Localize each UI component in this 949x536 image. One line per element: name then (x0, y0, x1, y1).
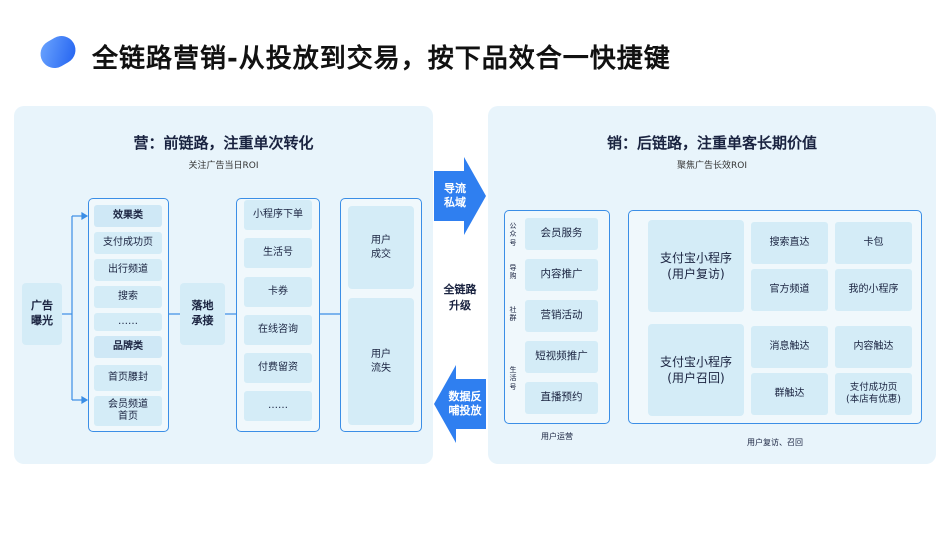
touchpoint-item: 内容触达 (835, 326, 912, 368)
ops-item: 会员服务 (525, 218, 598, 250)
arrow-right-icon (434, 157, 486, 235)
channel-item: 会员频道 首页 (94, 396, 162, 426)
front-funnel-heading: 营：前链路，注重单次转化 (133, 134, 314, 152)
back-funnel-subheading: 聚焦广告长效ROI (677, 161, 747, 171)
side-label: 导 购 (509, 264, 517, 281)
ops-item: 直播预约 (525, 382, 598, 414)
ad-exposure-box: 广告 曝光 (22, 283, 62, 345)
channel-item: 首页腰封 (94, 365, 162, 391)
user-churn-box: 用户 流失 (348, 298, 414, 425)
arrow-left-icon (434, 365, 486, 443)
landing-item: 付费留资 (244, 353, 312, 383)
channel-item: …… (94, 313, 162, 331)
touchpoint-item: 我的小程序 (835, 269, 912, 311)
ops-item: 内容推广 (525, 259, 598, 291)
landing-item: 在线咨询 (244, 315, 312, 345)
mini-program-revisit-box: 支付宝小程序 (用户复访) (648, 220, 744, 312)
landing-item: …… (244, 391, 312, 421)
ops-footnote: 用户运营 (541, 432, 573, 441)
brand-category-label: 品牌类 (94, 336, 162, 358)
touchpoint-item: 官方频道 (751, 269, 828, 311)
landing-item: 生活号 (244, 238, 312, 268)
channel-item: 搜索 (94, 286, 162, 308)
revisit-footnote: 用户复访、召回 (747, 438, 803, 447)
touchpoint-item: 支付成功页 (本店有优惠) (835, 373, 912, 415)
touchpoint-item: 搜索直达 (751, 222, 828, 264)
guide-private-domain-label: 导流 私域 (444, 181, 466, 209)
page-title: 全链路营销-从投放到交易，按下品效合一快捷键 (92, 44, 671, 74)
touchpoint-item: 卡包 (835, 222, 912, 264)
ops-item: 营销活动 (525, 300, 598, 332)
front-funnel-subheading: 关注广告当日ROI (188, 161, 259, 171)
channel-item: 出行频道 (94, 259, 162, 281)
side-label: 生 活 号 (509, 366, 517, 391)
data-feedback-label: 数据反 哺投放 (448, 389, 482, 417)
landing-item: 卡券 (244, 277, 312, 307)
side-label: 公 众 号 (509, 222, 517, 247)
ops-item: 短视频推广 (525, 341, 598, 373)
landing-box: 落地 承接 (180, 283, 225, 345)
mini-program-recall-box: 支付宝小程序 (用户召回) (648, 324, 744, 416)
touchpoint-item: 群触达 (751, 373, 828, 415)
full-link-upgrade-label: 全链路 升级 (443, 283, 477, 312)
side-label: 社 群 (509, 306, 517, 323)
user-conversion-box: 用户 成交 (348, 206, 414, 289)
effect-category-label: 效果类 (94, 205, 162, 227)
back-funnel-heading: 销：后链路，注重单客长期价值 (606, 134, 817, 152)
channel-item: 支付成功页 (94, 232, 162, 254)
landing-item: 小程序下单 (244, 200, 312, 230)
touchpoint-item: 消息触达 (751, 326, 828, 368)
